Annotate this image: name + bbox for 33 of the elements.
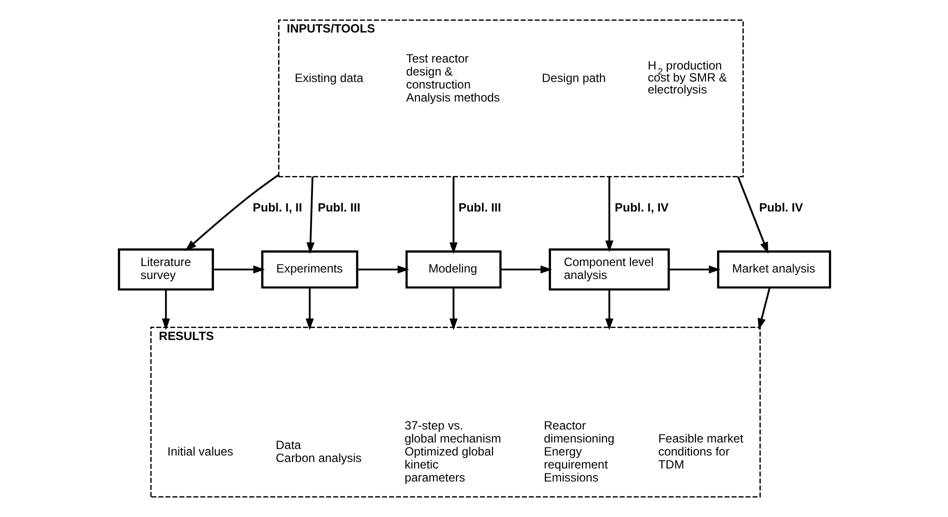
node-box: Market analysis: [716, 250, 831, 289]
edge-label: Publ. I, II: [252, 200, 302, 215]
node-text: Design path: [541, 71, 606, 86]
arrow: [212, 265, 264, 274]
arrow: [306, 176, 314, 254]
node-text: 37-step vs. global mechanism Optimized global kinetic parameters: [404, 418, 501, 485]
arrow: [305, 288, 314, 330]
edge-label: Publ. III: [317, 200, 360, 215]
edge-label: Publ. III: [458, 200, 501, 215]
arrow: [604, 290, 613, 330]
node-text: Reactor dimensioning Energy requirement Emissions: [543, 418, 614, 485]
arrow: [448, 176, 458, 254]
node-text: Feasible market conditions for TDM: [658, 432, 743, 472]
node-box: Component level analysis: [548, 248, 670, 291]
node-text: Data Carbon analysis: [275, 438, 362, 466]
arrow: [668, 265, 720, 274]
arrow: [161, 290, 170, 330]
node-text: Existing data: [294, 71, 363, 86]
arrow: [500, 265, 552, 274]
node-box: Literature survey: [117, 248, 214, 291]
node-box: Modeling: [405, 250, 502, 289]
arrow: [736, 176, 768, 254]
arrow: [757, 288, 770, 330]
arrow: [184, 174, 279, 252]
arrow: [356, 265, 409, 274]
arrow: [604, 176, 613, 252]
edge-label: Publ. I, IV: [614, 200, 668, 215]
edge-label: Publ. IV: [758, 200, 802, 215]
node-text: Initial values: [166, 444, 233, 459]
node-text: H$_{2}$ production cost by SMR & electrolysis: [647, 58, 726, 97]
arrow: [448, 288, 458, 330]
node-box: Experiments: [260, 250, 358, 289]
node-text: Test reactor design & construction Analysis methods: [406, 52, 500, 105]
